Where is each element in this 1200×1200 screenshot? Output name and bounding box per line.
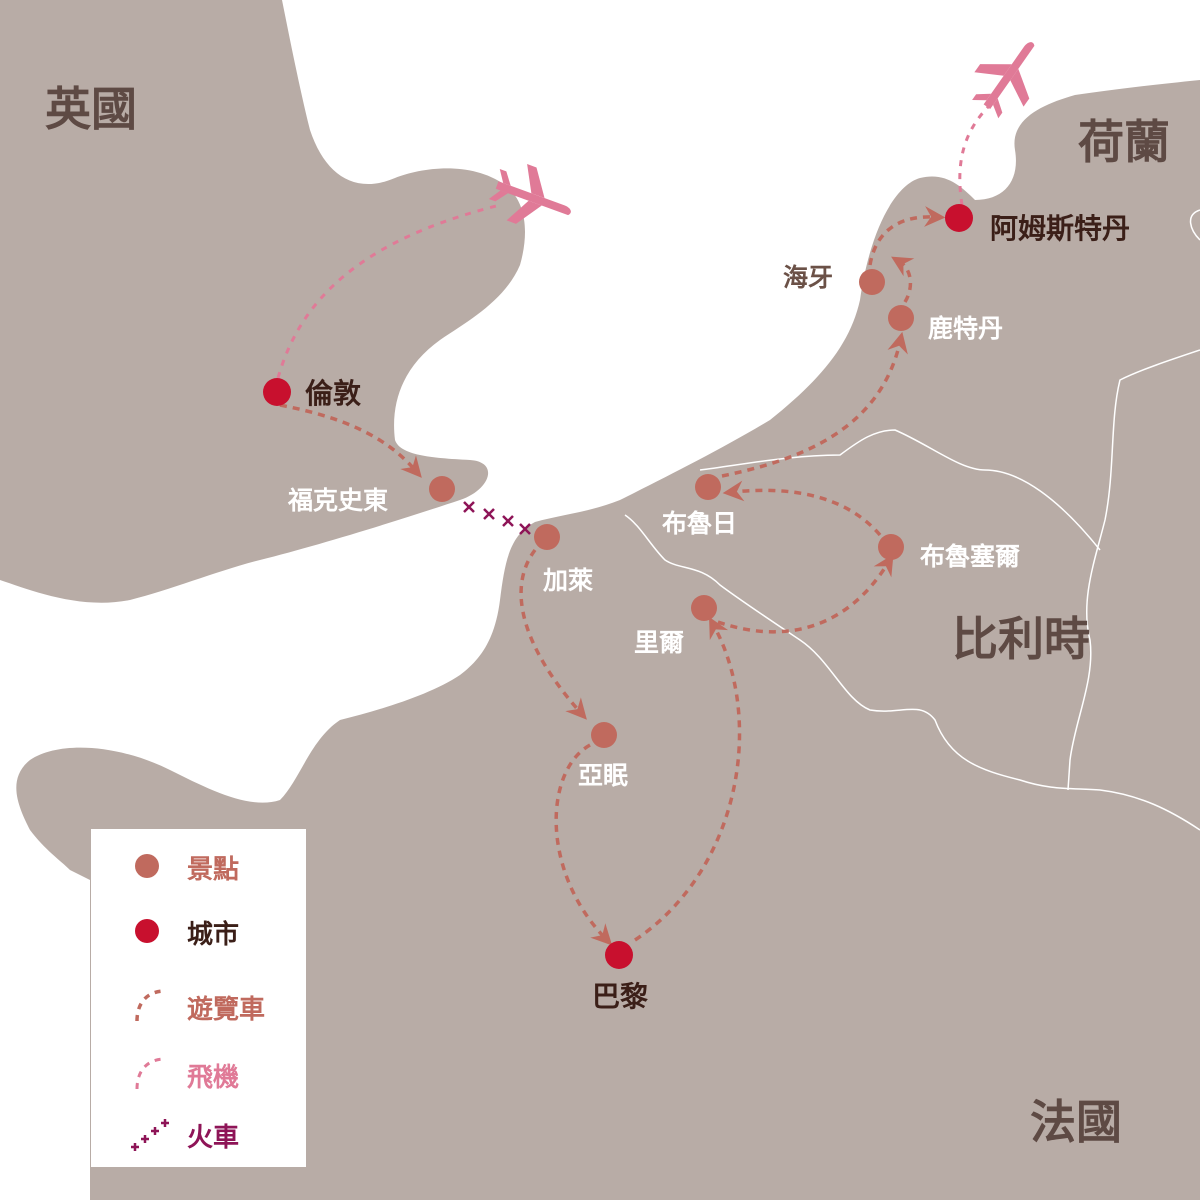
spot-label-lille: 里爾 <box>634 628 684 657</box>
spot-marker-bruges <box>695 474 721 500</box>
spot-marker-brussels <box>878 534 904 560</box>
spot-marker-rotterdam <box>888 305 914 331</box>
country-label-uk: 英國 <box>45 82 137 136</box>
legend-label-spot: 景點 <box>187 855 240 885</box>
plane-route-london <box>276 203 501 379</box>
spot-marker-folkestone <box>429 476 455 502</box>
bus-route-bruges-rotterdam <box>721 331 908 478</box>
bus-route-legend-icon <box>135 989 166 1022</box>
plane-route-legend-icon <box>135 1057 166 1090</box>
country-label-france: 法國 <box>1030 1095 1122 1149</box>
bus-route-london-folkestone <box>279 403 422 478</box>
bus-route-rotterdam-hague <box>891 256 915 303</box>
legend-label-city: 城市 <box>187 920 240 950</box>
city-label-paris: 巴黎 <box>592 980 648 1013</box>
bus-route-calais-amiens <box>519 548 587 720</box>
airplane-icon <box>972 42 1035 119</box>
train-route-legend-icon <box>131 1119 169 1151</box>
border-france-belgium <box>624 514 1200 831</box>
spot-label-amiens: 亞眠 <box>578 761 628 790</box>
spot-marker-calais <box>534 524 560 550</box>
spot-label-calais: 加萊 <box>542 566 594 595</box>
continent-landmass <box>16 80 1200 1200</box>
spot-legend-icon <box>135 854 159 878</box>
city-label-london: 倫敦 <box>305 377 361 410</box>
spot-label-bruges: 布魯日 <box>662 509 737 538</box>
uk-landmass <box>0 0 525 603</box>
country-label-netherlands: 荷蘭 <box>1078 115 1170 169</box>
legend-item-city: 城市 <box>91 906 306 956</box>
bus-route-amiens-paris <box>554 743 613 946</box>
legend: 景點 城市 遊覽車 飛機 火車 <box>91 829 306 1167</box>
border-netherlands-germany <box>1067 209 1200 791</box>
legend-label-bus: 遊覽車 <box>187 995 266 1025</box>
spot-marker-the-hague <box>859 269 885 295</box>
spot-marker-amiens <box>591 722 617 748</box>
bus-route-hague-amsterdam <box>868 206 946 266</box>
city-legend-icon <box>135 919 159 943</box>
spot-label-rotterdam: 鹿特丹 <box>928 314 1003 343</box>
legend-item-spot: 景點 <box>91 841 306 891</box>
airplane-icon <box>488 164 571 224</box>
legend-item-bus: 遊覽車 <box>91 981 306 1031</box>
city-label-amsterdam: 阿姆斯特丹 <box>990 212 1130 245</box>
plane-route-amsterdam <box>958 103 992 206</box>
city-marker-amsterdam <box>945 204 973 232</box>
spot-label-the-hague: 海牙 <box>783 263 833 292</box>
country-label-belgium: 比利時 <box>952 612 1090 666</box>
legend-label-plane: 飛機 <box>187 1063 240 1093</box>
bus-routes <box>279 206 946 946</box>
city-marker-london <box>263 378 291 406</box>
legend-label-train: 火車 <box>187 1123 240 1153</box>
spot-label-folkestone: 福克史東 <box>287 486 388 515</box>
city-marker-paris <box>605 941 633 969</box>
legend-item-train: 火車 <box>91 1109 306 1159</box>
bus-route-brussels-bruges <box>722 480 882 537</box>
spot-marker-lille <box>691 595 717 621</box>
spot-label-brussels: 布魯塞爾 <box>920 542 1020 571</box>
legend-item-plane: 飛機 <box>91 1049 306 1099</box>
train-route <box>463 501 531 535</box>
